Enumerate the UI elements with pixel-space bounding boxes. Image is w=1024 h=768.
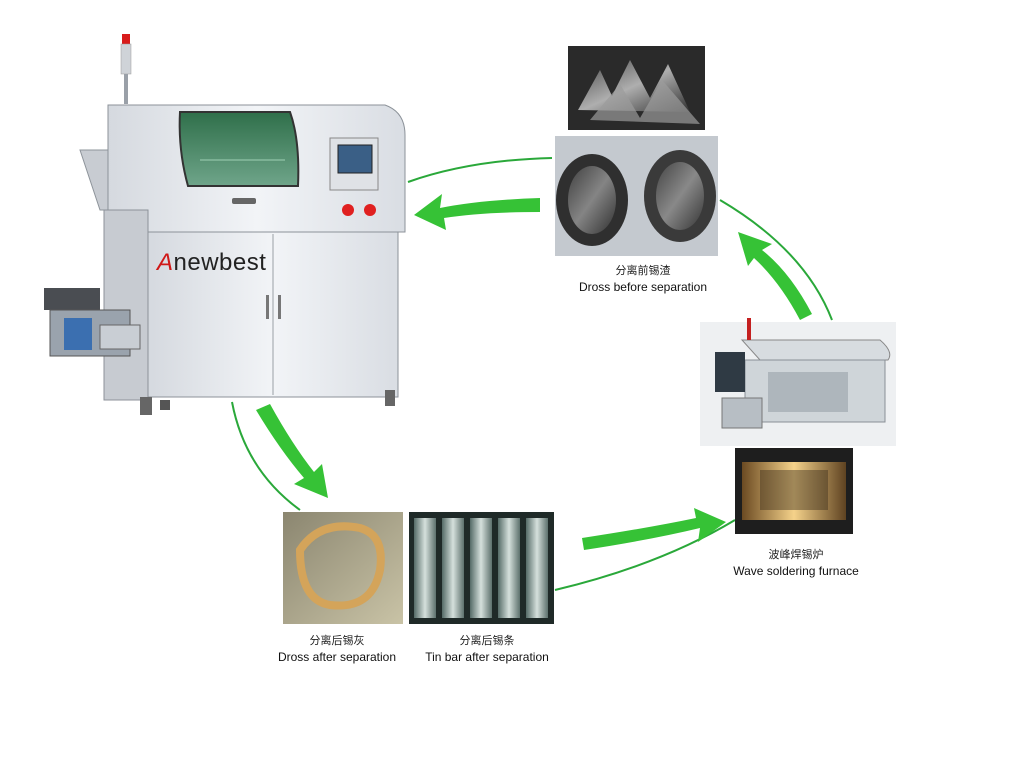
caption-en: Wave soldering furnace: [733, 564, 859, 578]
caption-zh: 分离后锡灰: [309, 634, 365, 647]
wave-soldering-machine-photo: [700, 318, 896, 534]
flow-arrow-to-dross-before: [738, 232, 812, 320]
caption-dross-after: 分离后锡灰 Dross after separation: [262, 632, 412, 666]
tin-ash-photo: [283, 512, 403, 624]
caption-en: Tin bar after separation: [425, 650, 549, 664]
caption-zh: 分离后锡条: [459, 634, 515, 647]
flow-arrow-to-outputs: [256, 404, 328, 498]
tin-bars-photo: [409, 512, 554, 624]
caption-tin-bar: 分离后锡条 Tin bar after separation: [412, 632, 562, 666]
dross-pile-photo: [555, 46, 718, 256]
caption-en: Dross after separation: [277, 650, 397, 664]
brand-logo: Anewbest: [155, 249, 266, 276]
caption-zh: 波峰焊锡炉: [768, 548, 824, 561]
caption-en: Dross before separation: [578, 280, 708, 294]
caption-dross-before: 分离前锡渣 Dross before separation: [558, 262, 728, 296]
caption-furnace: 波峰焊锡炉 Wave soldering furnace: [706, 546, 886, 580]
cycle-ring: [231, 157, 833, 591]
flow-arrow-to-furnace: [582, 508, 726, 550]
dross-separator-machine-image: [44, 34, 406, 415]
flow-arrow-to-machine: [414, 194, 540, 230]
caption-zh: 分离前锡渣: [615, 264, 671, 277]
